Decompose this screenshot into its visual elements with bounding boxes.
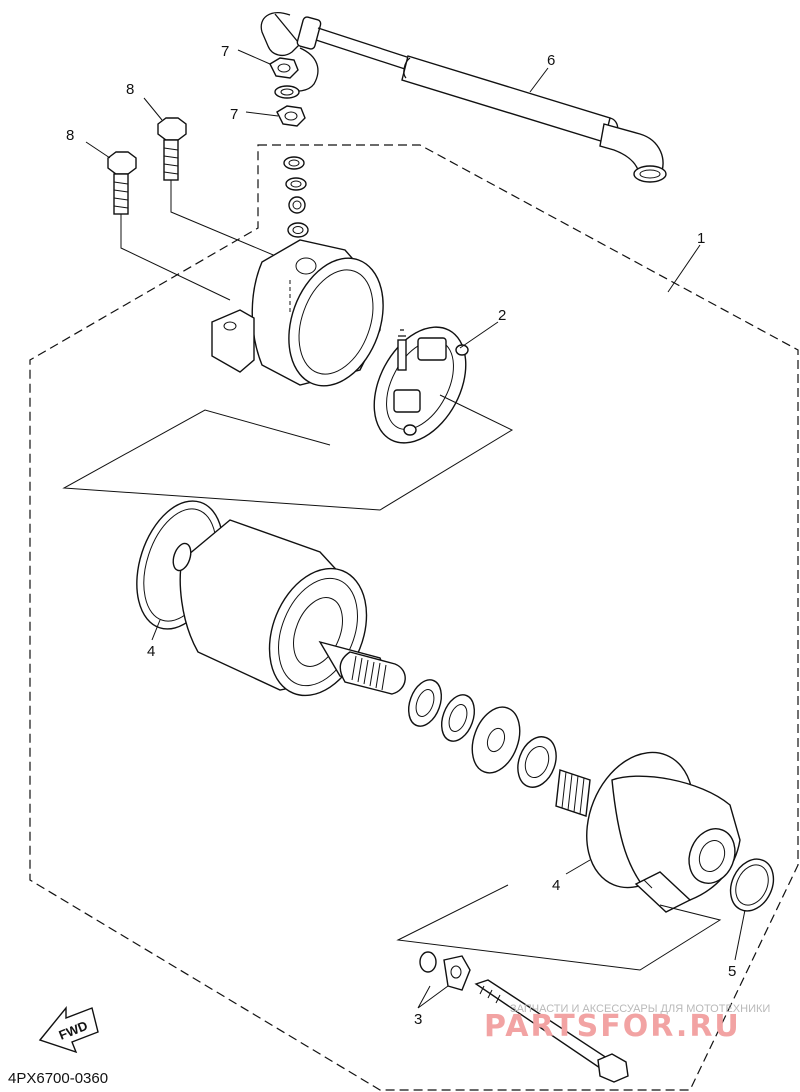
callout-2: 2	[498, 307, 506, 324]
diagram-code: 4PX6700-0360	[8, 1070, 108, 1087]
shim-washer-1	[407, 679, 443, 727]
part-2-brush-holder[interactable]	[356, 311, 485, 458]
through-bolt[interactable]	[474, 979, 629, 1083]
fwd-arrow-icon: FWD	[38, 1006, 99, 1054]
front-cover[interactable]	[567, 736, 742, 913]
watermark-brand: PARTSFOR.RU	[484, 1009, 741, 1044]
part-8-bolt-right[interactable]	[157, 117, 187, 210]
brush-holder-ref-outline	[62, 394, 514, 511]
callout-1: 1	[697, 230, 705, 247]
front-hardware-ref-outline	[396, 884, 722, 971]
callout-7b: 7	[230, 106, 238, 123]
armature[interactable]	[170, 519, 406, 710]
part-7-nut-upper[interactable]	[269, 57, 299, 79]
callout-7b-leader	[245, 111, 279, 117]
callout-8b-leader	[85, 141, 111, 159]
callout-8b: 8	[66, 127, 74, 144]
watermark-tagline: ЗАПЧАСТИ И АКСЕССУАРЫ ДЛЯ МОТОТЕХНИКИ	[510, 1003, 770, 1015]
callout-4b-leader	[565, 859, 591, 875]
callout-6-leader	[529, 67, 549, 93]
shim-washer-2	[440, 694, 476, 742]
bolt-leader-lines	[120, 210, 291, 301]
callout-1-leader	[667, 244, 701, 293]
oil-seal	[517, 736, 557, 788]
callout-4a: 4	[147, 643, 155, 660]
callout-6: 6	[547, 52, 555, 69]
part-7-nut-lower[interactable]	[276, 105, 306, 127]
callout-4a-leader	[151, 619, 161, 641]
callout-8a: 8	[126, 81, 134, 98]
thrust-plate	[471, 706, 521, 774]
part-6-lead-wire[interactable]	[260, 12, 667, 183]
callout-5: 5	[728, 963, 736, 980]
callout-8a-leader	[143, 97, 163, 121]
part-7-washer	[274, 85, 300, 99]
part-5-o-ring[interactable]	[722, 852, 781, 918]
part-3-bracket-washer[interactable]	[443, 955, 471, 991]
callout-2-leader	[459, 321, 499, 349]
needle-bearing	[555, 769, 591, 817]
callout-5-leader	[734, 909, 746, 961]
part-3-small-o-ring	[419, 951, 437, 973]
yoke-housing[interactable]	[211, 239, 400, 399]
callout-3-leader	[417, 985, 449, 1009]
callout-7a: 7	[221, 43, 229, 60]
terminal-washer-stack	[283, 156, 309, 238]
part-8-bolt-left[interactable]	[107, 151, 137, 245]
callout-4b: 4	[552, 877, 560, 894]
callout-7a-leader	[237, 49, 271, 65]
callout-3: 3	[414, 1011, 422, 1028]
